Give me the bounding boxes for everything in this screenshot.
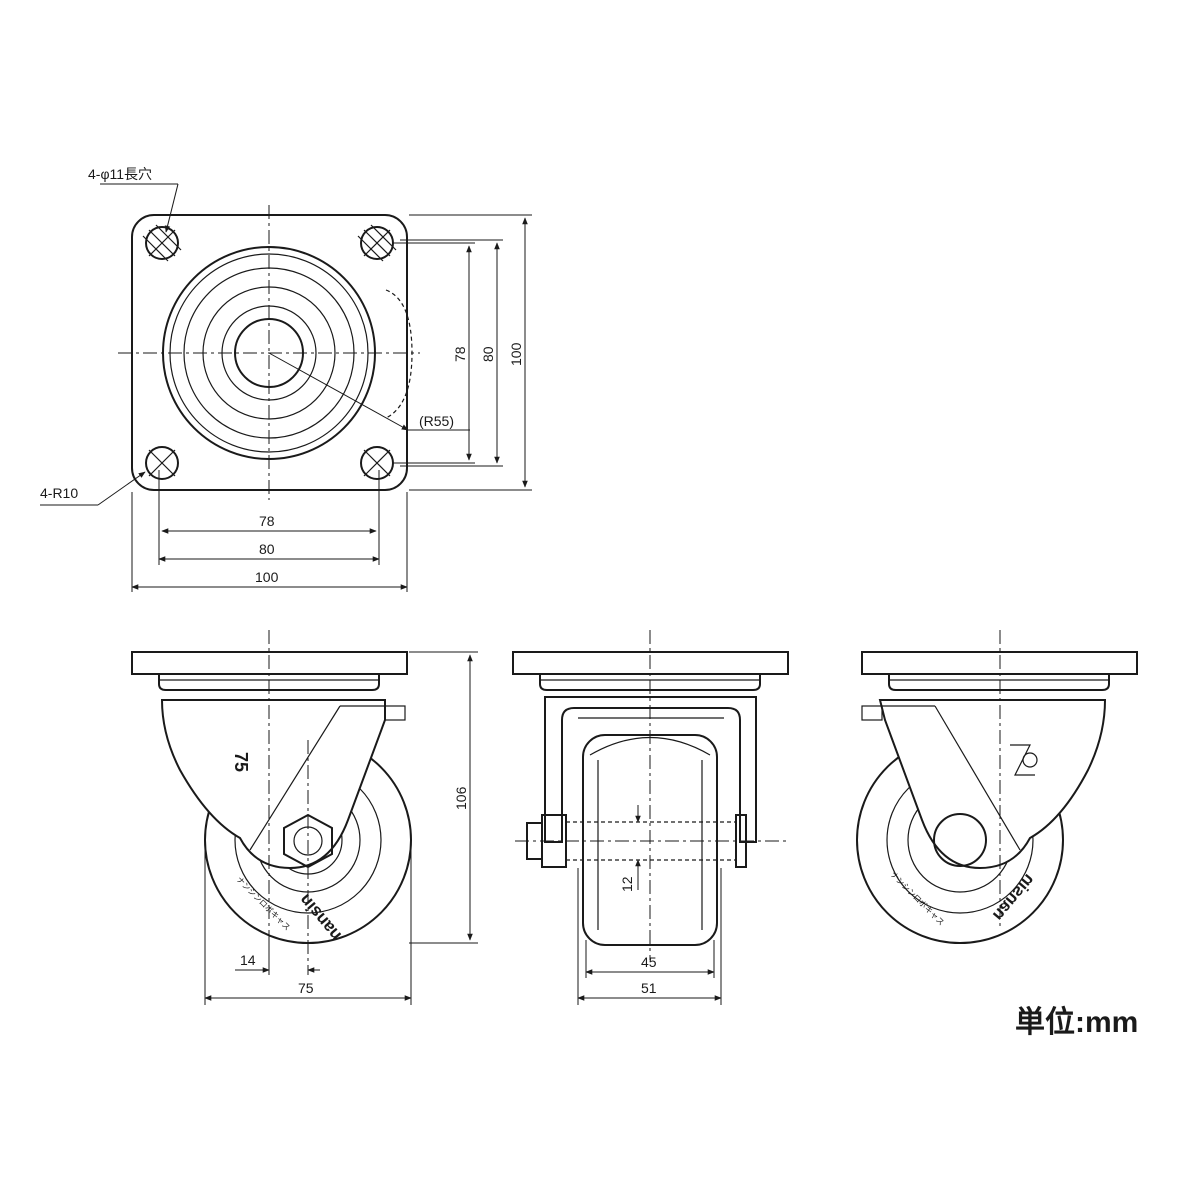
- dim-wheel-dia: 75: [298, 980, 314, 996]
- top-view: 4-φ11長穴 4-R10 (R55) 78 80 100 78 80 100: [40, 166, 532, 592]
- dim-offset: 14: [240, 952, 256, 968]
- unit-label: 単位:mm: [1015, 1005, 1138, 1039]
- wheel-small-text-right: ナンシンロボキャス: [889, 870, 946, 927]
- dim-axle: 12: [619, 876, 635, 892]
- bolt-hole-bottom-right: [360, 446, 394, 480]
- swivel-rings: [162, 246, 376, 460]
- wheel-small-text: ナンシンロボキャス: [235, 875, 292, 932]
- swivel-radius-arc: [385, 289, 413, 419]
- dim-height: 106: [453, 786, 469, 810]
- dim-v-80: 80: [480, 346, 496, 362]
- bolt-hole-top-right: [357, 224, 397, 262]
- fork: [160, 699, 386, 870]
- dim-v-100: 100: [508, 342, 524, 366]
- front-view: 12 45 51: [512, 630, 790, 1005]
- corner-radius-label: 4-R10: [40, 485, 78, 501]
- dim-h-100: 100: [255, 569, 279, 585]
- dim-h-78: 78: [259, 513, 275, 529]
- wheel-brand: nansin: [295, 890, 345, 944]
- dim-overall-width: 51: [641, 980, 657, 996]
- fork-logo-icon: [1010, 744, 1038, 776]
- fork-legs: [544, 696, 757, 843]
- bolt-hole-top-left: [142, 224, 182, 262]
- radius-label: (R55): [419, 413, 454, 429]
- fork-mark: 75: [231, 752, 251, 772]
- wheel-brand-right: nansin: [989, 870, 1039, 924]
- dim-v-78: 78: [452, 346, 468, 362]
- fork-right: [878, 699, 1107, 870]
- bolt-hole-bottom-left: [145, 446, 179, 480]
- holes-label: 4-φ11長穴: [88, 166, 152, 182]
- dim-wheel-width: 45: [641, 954, 657, 970]
- side-view-left: nansin ナンシンロボキャス 75 106 14 75: [131, 630, 478, 1005]
- dim-h-80: 80: [259, 541, 275, 557]
- side-view-right: nansin ナンシンロボキャス: [856, 630, 1138, 944]
